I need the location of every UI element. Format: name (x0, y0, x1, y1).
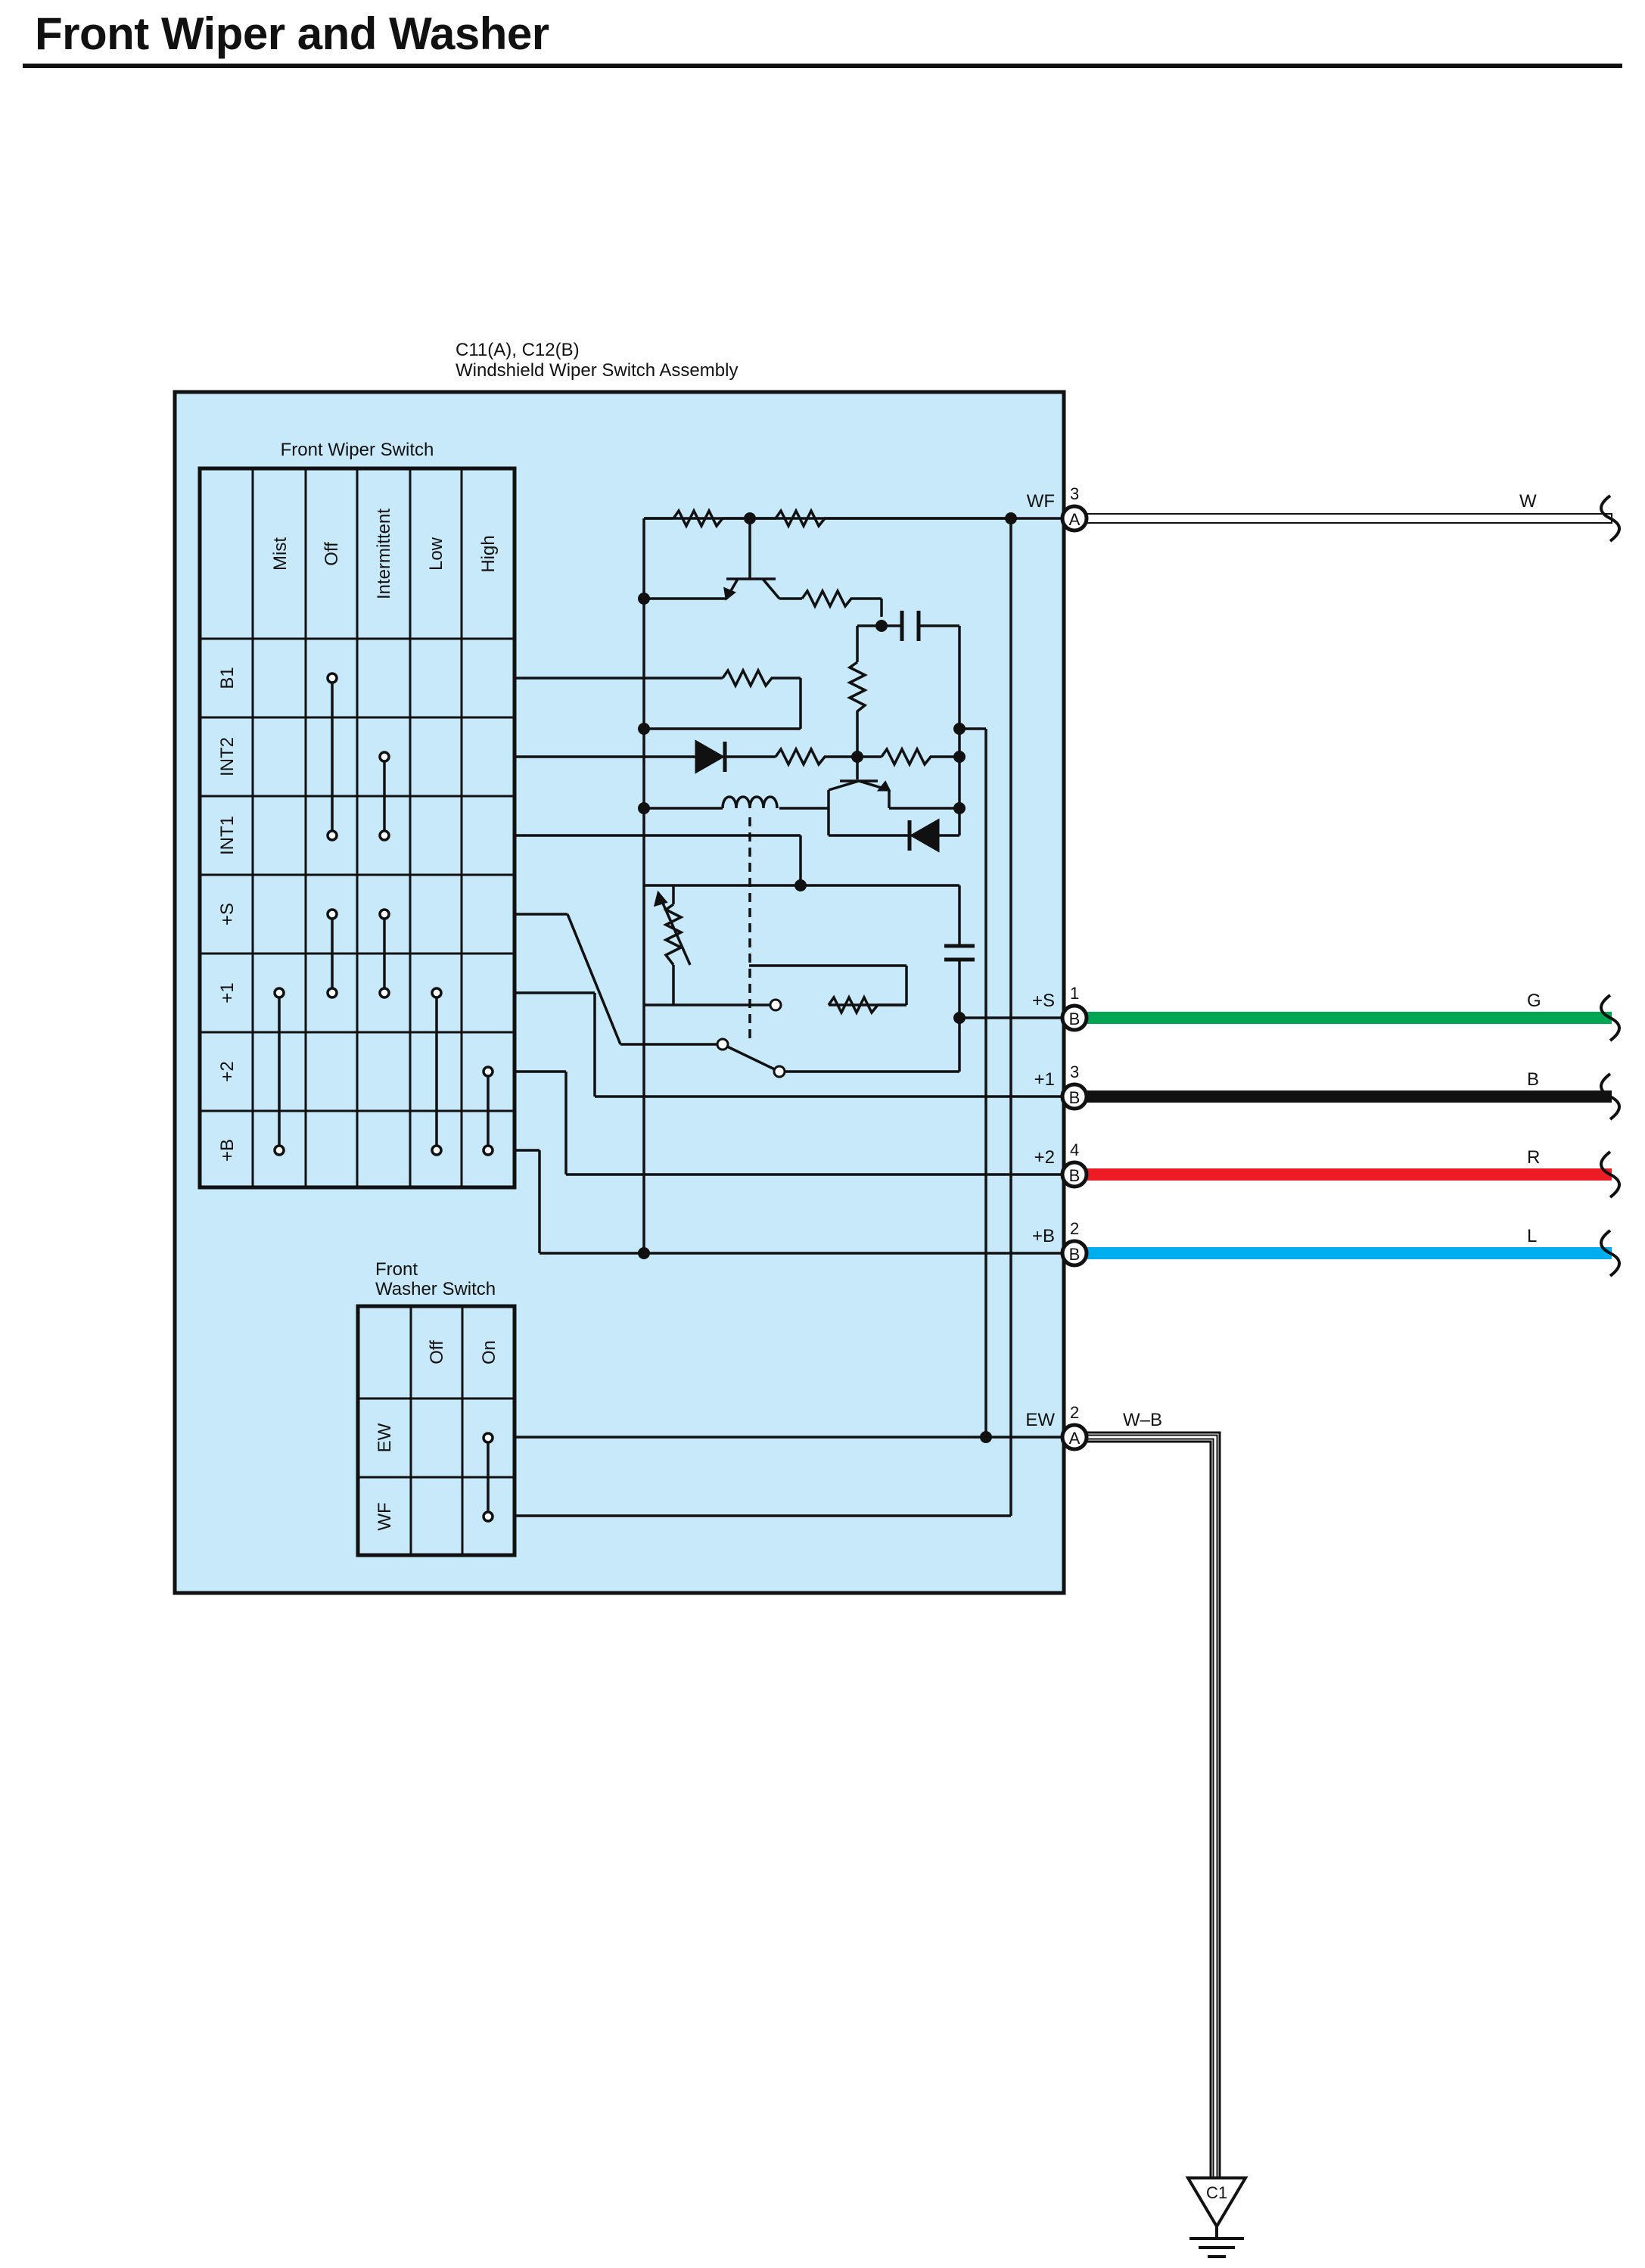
wiper-terminal-pb: +B (217, 1139, 238, 1162)
wire-wb-label: W–B (1123, 1410, 1162, 1430)
wiper-position-off: Off (322, 542, 342, 566)
wire-l-label: L (1527, 1226, 1537, 1246)
ground-symbol (1185, 2176, 1249, 2258)
pin-s-connector: B (1069, 1010, 1081, 1028)
wiper-terminal-s: +S (217, 903, 238, 926)
wiper-terminal-b1: B1 (217, 667, 238, 689)
washer-switch-title-line2: Washer Switch (375, 1279, 496, 1299)
wire-break-marks (1600, 494, 1621, 1277)
pin-p1-label: +1 (1034, 1069, 1055, 1090)
switch-assembly-panel (173, 390, 1066, 1595)
pin-p2-label: +2 (1034, 1147, 1055, 1168)
washer-continuity-mark (482, 1432, 494, 1523)
filled-symbols (653, 586, 940, 907)
wiper-terminal-int1: INT1 (217, 816, 238, 855)
assembly-connector-ids: C11(A), C12(B) (456, 340, 580, 360)
wiper-position-low: Low (426, 537, 446, 571)
output-wires (1074, 513, 1612, 2198)
pin-ew-label: EW (1025, 1410, 1055, 1430)
pin-s-label: +S (1032, 991, 1055, 1011)
pin-pb-connector: B (1069, 1245, 1081, 1264)
pin-s-number: 1 (1070, 984, 1079, 1003)
wiper-terminal-int2: INT2 (217, 737, 238, 776)
pin-pb-number: 2 (1070, 1219, 1079, 1238)
wiper-continuity-marks (273, 672, 494, 1156)
wiper-terminal-p1: +1 (217, 982, 238, 1003)
wiper-switch-title: Front Wiper Switch (281, 440, 434, 460)
washer-position-off: Off (427, 1340, 447, 1364)
junction-dots (638, 512, 1017, 1443)
pin-ew-connector: A (1069, 1429, 1081, 1448)
pin-ew-number: 2 (1070, 1403, 1079, 1422)
washer-position-on: On (479, 1340, 499, 1364)
pin-wf-number: 3 (1070, 484, 1079, 503)
open-contacts (716, 998, 786, 1078)
title-rule (23, 64, 1622, 68)
pin-p1: B +1 3 B (1034, 1062, 1539, 1111)
wire-w-label: W (1519, 491, 1537, 512)
pin-wf: A WF 3 W (1027, 484, 1537, 533)
pin-p1-connector: B (1069, 1088, 1081, 1107)
washer-terminal-ew: EW (375, 1423, 395, 1452)
washer-switch-table (356, 1304, 517, 1557)
pin-p2-connector: B (1069, 1166, 1081, 1185)
washer-switch-title-line1: Front (375, 1259, 418, 1280)
pin-wf-connector: A (1069, 510, 1081, 529)
pin-p2-number: 4 (1070, 1140, 1079, 1159)
wire-b-label: B (1527, 1069, 1539, 1090)
washer-terminal-wf: WF (375, 1502, 395, 1530)
pin-s: B +S 1 G (1032, 984, 1541, 1032)
pin-pb-label: +B (1032, 1226, 1055, 1246)
pin-wf-label: WF (1027, 491, 1055, 512)
wire-r-label: R (1527, 1147, 1540, 1168)
ground-label: C1 (1206, 2183, 1227, 2202)
pin-pb: B +B 2 L (1032, 1219, 1537, 1268)
page-title: Front Wiper and Washer (35, 8, 549, 59)
wiper-position-intermittent: Intermittent (374, 509, 394, 599)
pin-ew: A EW 2 W–B (1025, 1403, 1162, 1451)
wiper-position-mist: Mist (270, 537, 291, 571)
assembly-name: Windshield Wiper Switch Assembly (456, 360, 738, 381)
wire-g-label: G (1527, 991, 1541, 1011)
wiper-switch-table (197, 466, 517, 1190)
pin-p2: B +2 4 R (1034, 1140, 1540, 1189)
wiper-position-high: High (478, 535, 499, 572)
pin-p1-number: 3 (1070, 1062, 1079, 1081)
wiper-terminal-p2: +2 (217, 1061, 238, 1081)
